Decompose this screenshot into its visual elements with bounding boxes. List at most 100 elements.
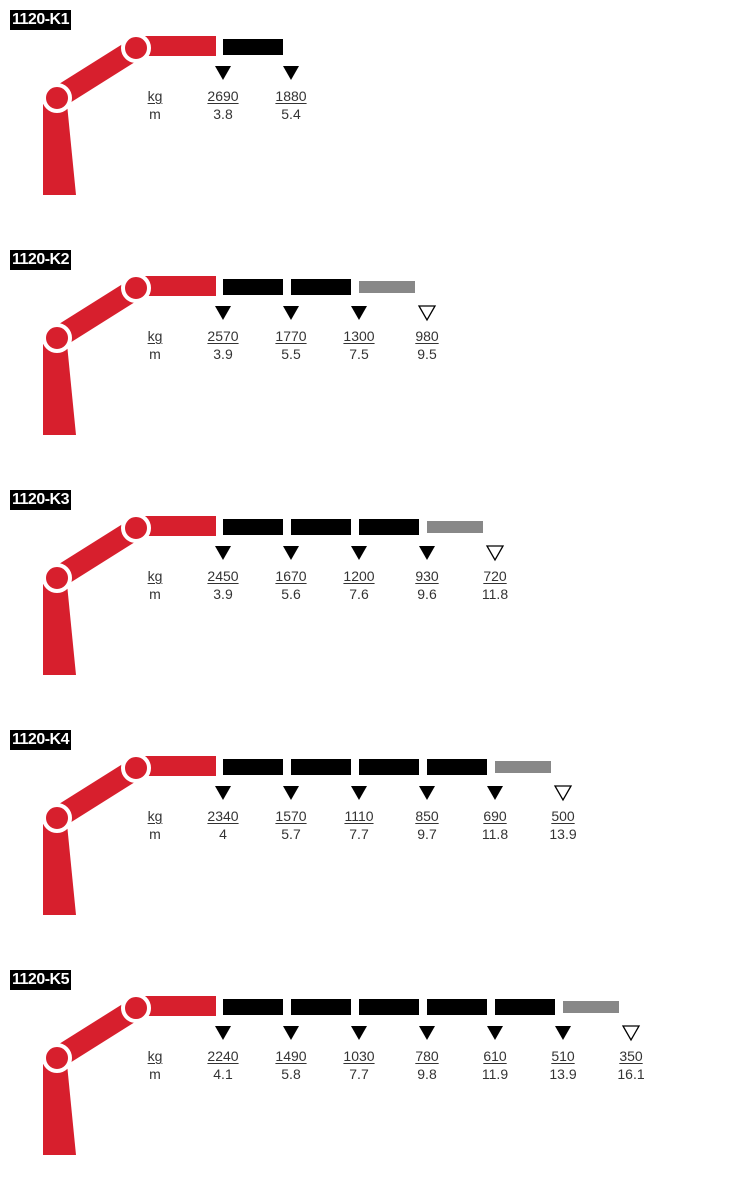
load-kg-value: 1880 (275, 88, 307, 104)
reach-m-value: 11.8 (481, 826, 509, 842)
reach-m-value: 11.8 (481, 586, 509, 602)
hydraulic-extension-bar (291, 999, 351, 1015)
reach-m-value: 5.6 (281, 586, 301, 602)
crane-outer-boom (136, 276, 216, 296)
crane-column (43, 104, 76, 195)
load-point-marker-filled (215, 306, 231, 320)
hydraulic-extension-bar (223, 999, 283, 1015)
load-point-marker-filled (283, 546, 299, 560)
load-point-marker-filled (351, 546, 367, 560)
crane-inner-boom (51, 1000, 143, 1066)
reach-m-value: 5.5 (281, 346, 301, 362)
crane-inner-boom (51, 760, 143, 826)
load-point-marker-outline (621, 1025, 641, 1042)
model-label: 1120-K1 (10, 10, 71, 30)
load-kg-value: 1200 (343, 568, 375, 584)
load-point-marker-filled (283, 786, 299, 800)
crane-inner-boom (51, 40, 143, 106)
unit-m-label: m (149, 826, 161, 842)
crane-boom-drawing (42, 753, 573, 915)
crane-column (43, 344, 76, 435)
hydraulic-extension-bar (223, 279, 283, 295)
load-kg-value: 500 (551, 808, 575, 824)
load-point-marker-filled (487, 786, 503, 800)
crane-inner-boom (51, 520, 143, 586)
manual-extension-bar (495, 761, 551, 773)
load-point-marker-filled (283, 1026, 299, 1040)
hydraulic-extension-bar (495, 999, 555, 1015)
load-kg-value: 1770 (275, 328, 307, 344)
crane-upper-joint (121, 513, 151, 543)
load-kg-value: 2570 (207, 328, 239, 344)
hydraulic-extension-bar (223, 759, 283, 775)
reach-m-value: 13.9 (549, 1066, 577, 1082)
load-point-marker-filled (419, 546, 435, 560)
unit-kg-label: kg (147, 808, 163, 824)
model-label: 1120-K2 (10, 250, 71, 270)
reach-m-value: 7.5 (349, 346, 369, 362)
unit-kg-label: kg (147, 88, 163, 104)
reach-m-value: 3.9 (213, 346, 233, 362)
load-kg-value: 2690 (207, 88, 239, 104)
crane-outer-boom (136, 36, 216, 56)
load-point-marker-outline (485, 545, 505, 562)
unit-m-label: m (149, 586, 161, 602)
load-point-marker-filled (215, 1026, 231, 1040)
crane-column (43, 1064, 76, 1155)
model-label: 1120-K5 (10, 970, 71, 990)
load-kg-value: 850 (415, 808, 439, 824)
model-label: 1120-K4 (10, 730, 71, 750)
hydraulic-extension-bar (427, 759, 487, 775)
unit-kg-label: kg (147, 328, 163, 344)
unit-kg-label: kg (147, 1048, 163, 1064)
unit-kg-label: kg (147, 568, 163, 584)
crane-inner-boom (51, 280, 143, 346)
load-kg-value: 780 (415, 1048, 439, 1064)
reach-m-value: 5.7 (281, 826, 301, 842)
manual-extension-bar (427, 521, 483, 533)
crane-boom-drawing (42, 273, 437, 435)
crane-column (43, 824, 76, 915)
reach-m-value: 9.7 (417, 826, 437, 842)
crane-boom-drawing (42, 993, 641, 1155)
load-kg-value: 1110 (344, 808, 374, 824)
load-kg-value: 690 (483, 808, 507, 824)
load-kg-value: 1490 (275, 1048, 307, 1064)
crane-outer-boom (136, 996, 216, 1016)
load-kg-value: 930 (415, 568, 439, 584)
crane-upper-joint (121, 273, 151, 303)
load-point-marker-filled (283, 66, 299, 80)
reach-m-value: 9.5 (417, 346, 437, 362)
reach-m-value: 16.1 (617, 1066, 645, 1082)
load-kg-value: 2240 (207, 1048, 239, 1064)
crane-upper-joint (121, 753, 151, 783)
reach-m-value: 3.8 (213, 106, 233, 122)
load-kg-value: 1670 (275, 568, 307, 584)
unit-m-label: m (149, 1066, 161, 1082)
hydraulic-extension-bar (427, 999, 487, 1015)
load-point-marker-outline (417, 305, 437, 322)
unit-m-label: m (149, 346, 161, 362)
reach-m-value: 7.7 (349, 1066, 369, 1082)
reach-m-value: 5.4 (281, 106, 301, 122)
hydraulic-extension-bar (223, 519, 283, 535)
hydraulic-extension-bar (359, 519, 419, 535)
load-kg-value: 980 (415, 328, 439, 344)
manual-extension-bar (563, 1001, 619, 1013)
load-kg-value: 350 (619, 1048, 643, 1064)
load-point-marker-filled (419, 786, 435, 800)
hydraulic-extension-bar (359, 759, 419, 775)
load-point-marker-filled (555, 1026, 571, 1040)
load-point-marker-filled (351, 786, 367, 800)
load-kg-value: 510 (551, 1048, 575, 1064)
load-kg-value: 2340 (207, 808, 239, 824)
load-kg-value: 2450 (207, 568, 239, 584)
crane-outer-boom (136, 516, 216, 536)
crane-upper-joint (121, 993, 151, 1023)
load-kg-value: 1030 (343, 1048, 375, 1064)
crane-lower-joint (42, 1043, 72, 1073)
hydraulic-extension-bar (291, 279, 351, 295)
load-point-marker-filled (351, 1026, 367, 1040)
